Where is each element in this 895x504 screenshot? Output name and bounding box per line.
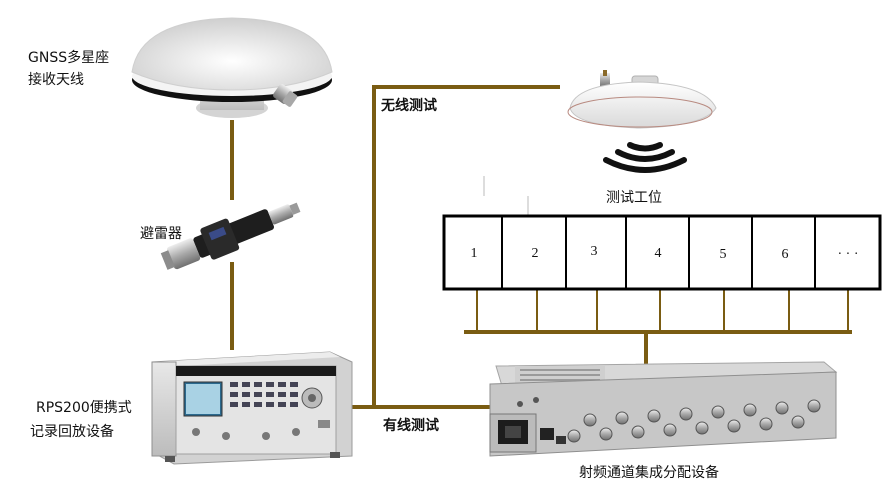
station-cell-number: 1 bbox=[471, 246, 478, 261]
lightning-arrester-icon bbox=[160, 202, 301, 270]
test-station-label: 测试工位 bbox=[606, 190, 662, 206]
station-cell-number: · · · bbox=[838, 247, 859, 262]
connection-lines bbox=[230, 85, 852, 409]
station-cell-number: 2 bbox=[532, 246, 539, 261]
rf-distribution-device-icon bbox=[489, 361, 838, 457]
station-cell-number: 6 bbox=[782, 247, 789, 262]
gnss-antenna-icon bbox=[131, 17, 333, 118]
station-cell-number: 4 bbox=[655, 246, 662, 261]
rf-connectors bbox=[567, 399, 821, 443]
lightning-arrester-label: 避雷器 bbox=[140, 226, 182, 242]
station-cell-number: 3 bbox=[591, 244, 598, 259]
rps200-label-line2: 记录回放设备 bbox=[30, 424, 114, 440]
station-numbers: 1 2 3 4 5 6 · · · bbox=[471, 244, 859, 262]
wireless-signal-icon bbox=[603, 142, 687, 173]
recorder-keypad bbox=[230, 382, 298, 407]
test-station-box bbox=[442, 214, 882, 291]
rf-distribution-label: 射频通道集成分配设备 bbox=[579, 465, 719, 481]
gnss-antenna-label-line1: GNSS多星座 bbox=[28, 50, 110, 66]
wireless-test-label: 无线测试 bbox=[381, 98, 437, 114]
wireless-test-cable bbox=[352, 85, 560, 409]
vent-grille bbox=[520, 369, 600, 381]
wired-test-label: 有线测试 bbox=[383, 418, 439, 434]
station-cell-number: 5 bbox=[720, 247, 727, 262]
station-drop-lines bbox=[476, 289, 849, 332]
transmit-antenna-icon bbox=[567, 70, 717, 129]
gnss-antenna-label-line2: 接收天线 bbox=[28, 72, 84, 88]
rps200-label-line1: RPS200便携式 bbox=[36, 400, 132, 416]
rps200-device-icon bbox=[151, 351, 353, 465]
